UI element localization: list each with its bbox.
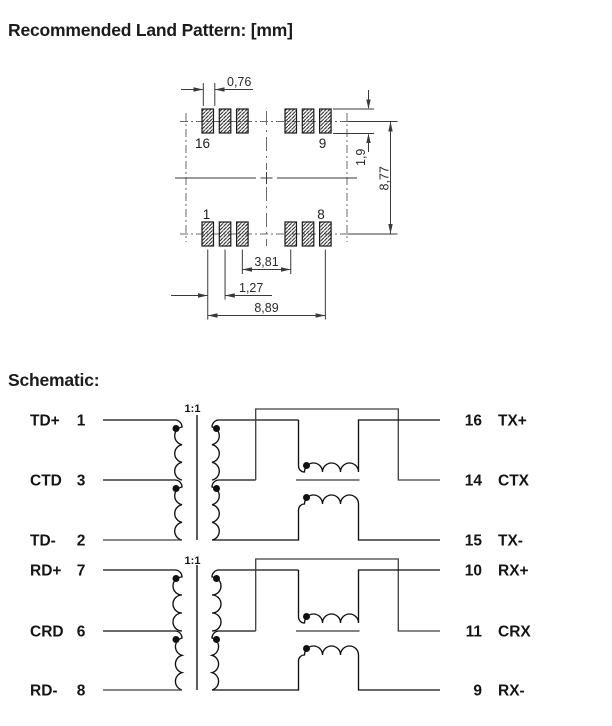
pad <box>284 221 298 247</box>
land-pattern-title: Recommended Land Pattern: [mm] <box>8 20 293 40</box>
dimension-group-gap: 3,81 <box>241 249 292 274</box>
pin-label-name: RD+ <box>30 563 61 580</box>
pin-label-number: 15 <box>465 533 483 550</box>
pin-label-number: 9 <box>473 683 482 700</box>
schematic-channel-1: 1:1 TD+ 1 CTD 3 TD- 2 16 TX+ 14 CTX 15 T… <box>30 403 530 550</box>
pad <box>218 221 232 247</box>
primary-winding <box>103 630 185 691</box>
center-tap-wire <box>255 408 440 481</box>
pin-label-name: RX+ <box>498 563 529 580</box>
pin-label-number: 6 <box>77 624 86 641</box>
pad <box>319 108 332 134</box>
pads-bottom-row <box>201 221 332 247</box>
dimension-pad-height: 1,9 <box>333 90 374 166</box>
pin-label-name: TD+ <box>30 413 60 430</box>
pad <box>301 108 315 134</box>
dimension-label: 1,9 <box>354 149 368 166</box>
secondary-winding <box>211 419 299 481</box>
polarity-dot <box>303 494 310 501</box>
dimension-label: 8,89 <box>254 301 278 315</box>
polarity-dot <box>172 636 180 643</box>
pin-label-name: CTX <box>498 473 530 490</box>
polarity-dot <box>172 575 180 582</box>
pad <box>218 108 232 134</box>
dimension-pad-width: 0,76 <box>181 75 253 106</box>
pad-number-bottom-right: 8 <box>317 207 325 222</box>
pin-label-number: 10 <box>465 563 482 580</box>
secondary-winding <box>211 479 256 541</box>
pin-label-number: 1 <box>77 413 86 430</box>
polarity-dot <box>213 425 220 432</box>
pin-label-number: 8 <box>77 683 86 700</box>
land-pattern-diagram: 16 9 1 8 0,76 1,9 8,77 3,81 <box>171 75 398 320</box>
pad <box>236 221 249 247</box>
pad-number-top-left: 16 <box>195 136 210 151</box>
dimension-label: 8,77 <box>378 166 392 190</box>
pad <box>201 108 215 134</box>
primary-winding <box>103 569 183 632</box>
schematic-title: Schematic: <box>8 370 100 390</box>
turns-ratio-label: 1:1 <box>185 403 201 415</box>
secondary-winding <box>211 569 299 632</box>
polarity-dot <box>213 575 220 582</box>
polarity-dot <box>213 636 220 643</box>
choke-top-winding <box>297 419 440 473</box>
dimension-label: 1,27 <box>239 281 263 295</box>
polarity-dot <box>303 462 310 469</box>
dimension-overall-span: 8,89 <box>207 249 326 320</box>
secondary-winding <box>209 630 256 691</box>
pads-top-row <box>201 108 332 134</box>
schematic-diagram: 1:1 TD+ 1 CTD 3 TD- 2 16 TX+ 14 CTX 15 T… <box>30 403 531 700</box>
center-tap-wire <box>255 558 440 632</box>
polarity-dot <box>172 425 180 432</box>
polarity-dot <box>172 485 180 492</box>
pin-label-name: RD- <box>30 683 58 700</box>
pad <box>201 221 215 247</box>
choke-bottom-winding <box>212 645 440 691</box>
pin-label-name: TX- <box>498 533 523 550</box>
primary-winding <box>103 419 183 481</box>
pin-label-name: CRX <box>498 624 531 641</box>
polarity-dot <box>213 485 220 492</box>
pad-number-top-right: 9 <box>319 136 327 151</box>
polarity-dot <box>303 645 310 652</box>
pin-label-number: 3 <box>77 473 86 490</box>
pin-label-number: 2 <box>77 533 86 550</box>
dimension-pitch: 1,27 <box>171 249 272 300</box>
pin-label-number: 7 <box>77 563 86 580</box>
pad <box>236 108 249 134</box>
dimension-row-span: 8,77 <box>348 121 398 235</box>
pin-label-name: CRD <box>30 624 64 641</box>
choke-bottom-winding <box>212 494 440 541</box>
choke-top-winding <box>297 569 440 624</box>
pad <box>319 221 332 247</box>
primary-winding <box>103 479 183 541</box>
pin-label-number: 14 <box>465 473 483 490</box>
pin-label-name: TX+ <box>498 413 527 430</box>
center-cross <box>260 172 273 184</box>
polarity-dot <box>303 613 310 620</box>
pin-label-name: CTD <box>30 473 62 490</box>
schematic-channel-2: 1:1 RD+ 7 CRD 6 RD- 8 10 RX+ 11 CRX 9 RX… <box>30 555 531 700</box>
pad-number-bottom-left: 1 <box>203 207 211 222</box>
turns-ratio-label: 1:1 <box>185 555 201 567</box>
pin-label-name: RX- <box>498 683 525 700</box>
pin-label-number: 11 <box>466 624 483 641</box>
pin-label-name: TD- <box>30 533 56 550</box>
pad <box>284 108 298 134</box>
dimension-label: 0,76 <box>227 75 251 89</box>
dimension-label: 3,81 <box>254 255 278 269</box>
pad <box>301 221 315 247</box>
pin-label-number: 16 <box>465 413 483 430</box>
